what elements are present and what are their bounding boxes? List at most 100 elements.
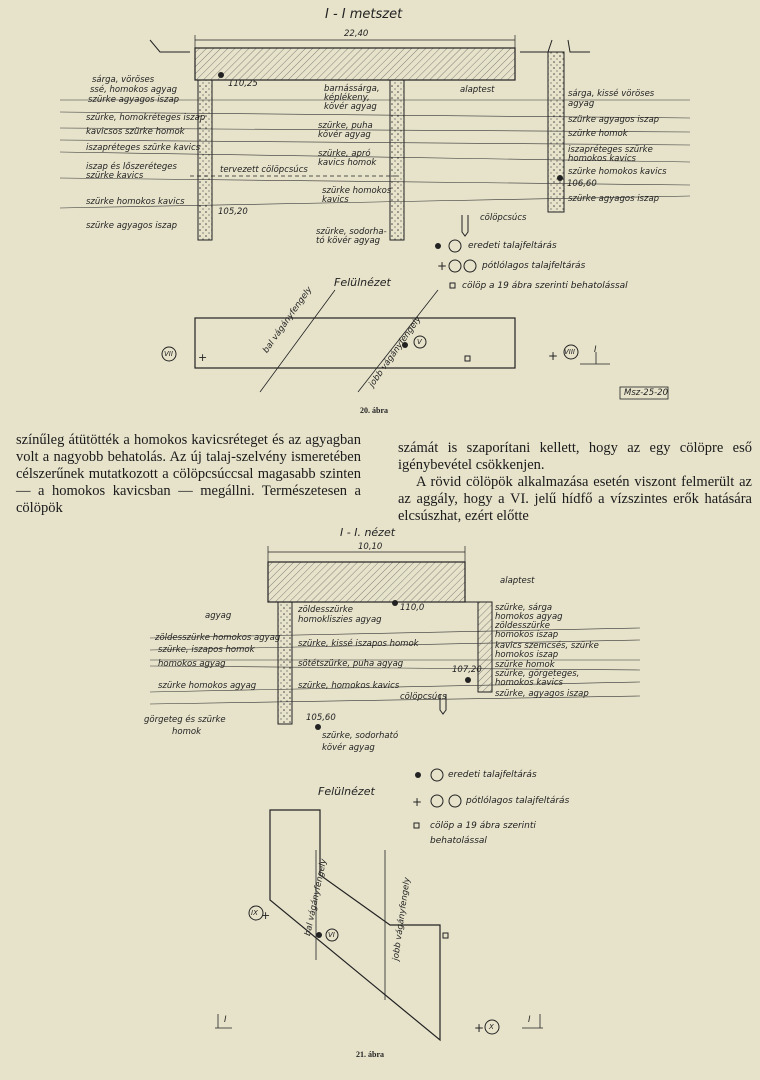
layer-label: szürke, görgeteges,: [495, 669, 580, 679]
layer-label: kavics: [322, 195, 349, 205]
layer-label: homokos kavics: [495, 678, 563, 688]
fig20-label-colopcsucs: cölöpcsúcs: [480, 213, 527, 223]
fig21-tag-ix: IX: [251, 909, 258, 917]
fig21-caption: 21. ábra: [356, 1050, 384, 1059]
layer-label: kövér agyag: [322, 743, 375, 753]
svg-text:+: +: [261, 909, 270, 922]
layer-label: zöldesszürke homokos agyag: [155, 633, 281, 643]
layer-label: szürke, apró: [318, 149, 371, 159]
layer-label: szürke, kissé iszapos homok: [298, 639, 419, 649]
fig21-legend-additional: pótlólagos talajfeltárás: [466, 796, 570, 806]
layer-label: iszap és lőszeréteges: [86, 162, 177, 172]
layer-label: szürke agyagos iszap: [568, 194, 660, 204]
layer-label: agyag: [205, 611, 232, 621]
layer-label: szürke agyagos iszap: [568, 115, 660, 125]
layer-label: sárga, kissé vöröses: [568, 89, 655, 99]
layer-label: sötétszürke, puha agyag: [298, 659, 404, 669]
layer-label: szürke, sárga: [495, 603, 553, 613]
layer-label: iszapréteges szürke kavics: [86, 143, 201, 153]
layer-label: iszapréteges szürke: [568, 145, 653, 155]
layer-label: kavicsos szürke homok: [86, 127, 185, 137]
layer-label: szürke, homokos kavics: [298, 681, 400, 691]
fig20-width-dimension: 22,40: [344, 29, 369, 39]
layer-label: szürke homokos kavics: [568, 167, 667, 177]
layer-label: agyag: [568, 99, 595, 109]
layer-label: homokos agyag: [158, 659, 226, 669]
layer-label: kövér agyag: [318, 130, 371, 140]
fig20-label-alaptest: alaptest: [460, 85, 495, 95]
layer-label: görgeteg és szürke: [144, 715, 226, 725]
layer-label: barnássárga,: [324, 84, 380, 94]
layer-label: szürke homokos: [322, 186, 392, 196]
fig21-legend-original: eredeti talajfeltárás: [448, 770, 537, 780]
fig21-legend-pile-2: behatolással: [430, 836, 487, 846]
fig21-section-marker-left: I: [224, 1015, 227, 1025]
layer-label: tó kövér agyag: [316, 236, 381, 246]
svg-text:+: +: [548, 349, 558, 363]
layer-label: szürke, sodorha-: [316, 227, 387, 237]
layer-label: zöldesszürke: [298, 605, 354, 615]
fig20-elev-right: 106,60: [567, 179, 597, 189]
fig21-tag-x: X: [489, 1023, 494, 1031]
layer-label: homokos agyag: [495, 612, 563, 622]
fig20-caption: 20. ábra: [360, 406, 388, 415]
layer-label: cölöpcsúcs: [400, 692, 447, 702]
text-left-column: színűleg átütötték a homokos kavicsréteg…: [16, 432, 361, 517]
fig21-tag-vi: VI: [328, 931, 335, 939]
layer-label: szürke agyagos iszap: [86, 221, 178, 231]
fig21-plan-title: Felülnézet: [318, 785, 375, 798]
layer-label: szürke homok: [568, 129, 628, 139]
fig20-elev-low: 105,20: [218, 207, 248, 217]
fig20-legend-additional: pótlólagos talajfeltárás: [482, 261, 586, 271]
fig20-elev-top: 110,25: [228, 79, 258, 89]
fig20-plan-title: Felülnézet: [334, 276, 391, 289]
layer-label: kövér agyag: [324, 102, 377, 112]
text-right-p2: A rövid cölöpök alkalmazása esetén viszo…: [398, 474, 752, 524]
fig21-legend-pile: cölöp a 19 ábra szerinti: [430, 821, 536, 831]
fig21-elev-top: 110,0: [400, 603, 425, 613]
layer-label: homok: [172, 727, 201, 737]
fig20-section-title: I - I metszet: [325, 7, 403, 22]
layer-label: szürke kavics: [86, 171, 144, 181]
fig20-label-tervezett: tervezett cölöpcsúcs: [220, 165, 308, 175]
svg-text:+: +: [437, 259, 447, 273]
layer-label: kavics homok: [318, 158, 377, 168]
layer-label: szürke, homokréteges iszap: [86, 113, 206, 123]
svg-text:+: +: [198, 351, 207, 364]
layer-label: szürke agyagos iszap: [88, 95, 180, 105]
fig20-tag-vii: VII: [164, 350, 173, 358]
fig20-tag-viii: VIII: [564, 348, 575, 356]
svg-text:+: +: [474, 1021, 484, 1035]
layer-label: homokliszies agyag: [298, 615, 382, 625]
fig21-elev-low: 105,60: [306, 713, 336, 723]
text-right-column: számát is szaporítani kellett, hogy az e…: [398, 440, 752, 525]
layer-label: képlékeny,: [324, 93, 370, 103]
fig20-tag-v: V: [417, 338, 422, 346]
fig21-section-marker-right: I: [528, 1015, 531, 1025]
layer-label: homokos iszap: [495, 650, 559, 660]
layer-label: szürke homokos kavics: [86, 197, 185, 207]
layer-label: sárga, vöröses: [92, 75, 155, 85]
svg-text:+: +: [412, 795, 422, 809]
fig20-section-marker: I: [594, 345, 597, 355]
fig20-stamp: Msz-25-20: [624, 388, 668, 398]
fig20-legend-original: eredeti talajfeltárás: [468, 241, 557, 251]
layer-label: ssé, homokos agyag: [90, 85, 178, 95]
layer-label: szürke, agyagos iszap: [495, 689, 589, 699]
layer-label: zöldesszürke: [495, 621, 551, 631]
layer-label: homokos kavics: [568, 154, 636, 164]
layer-label: szürke homokos agyag: [158, 681, 257, 691]
fig21-label-alaptest: alaptest: [500, 576, 535, 586]
layer-label: szürke, sodorható: [322, 731, 399, 741]
fig21-elev-mid: 107,20: [452, 665, 482, 675]
fig21-section-title: I - I. nézet: [340, 526, 396, 539]
layer-label: kavics szemcsés, szürke: [495, 641, 599, 651]
layer-label: szürke, puha: [318, 121, 373, 131]
fig20-legend-pile: cölöp a 19 ábra szerinti behatolással: [462, 281, 628, 291]
layer-label: homokos iszap: [495, 630, 559, 640]
layer-label: szürke homok: [495, 660, 555, 670]
figure-20-drawing: + + +: [59, 35, 691, 400]
text-right-p1: számát is szaporítani kellett, hogy az e…: [398, 440, 752, 473]
fig21-width-dimension: 10,10: [358, 542, 383, 552]
